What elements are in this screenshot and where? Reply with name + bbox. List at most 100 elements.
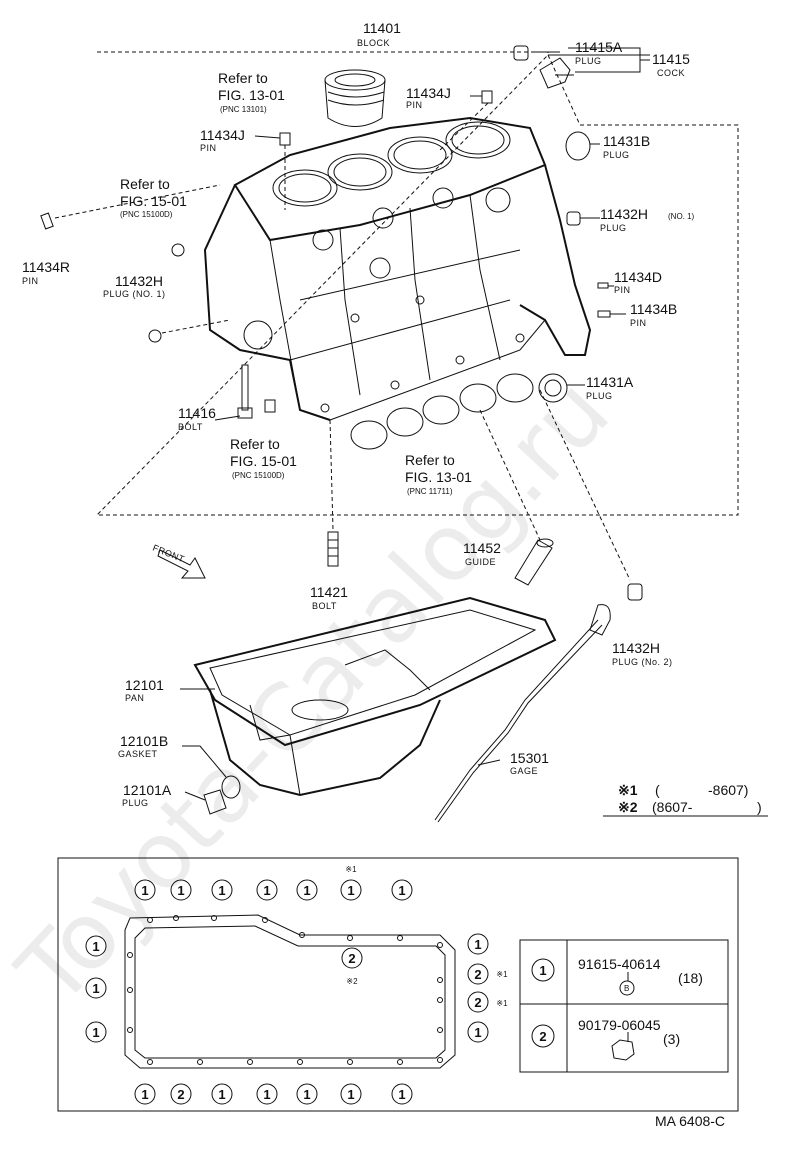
part-11452-name: GUIDE	[465, 557, 496, 567]
serial-mark: ※1	[345, 865, 357, 874]
bolt-key-number: 2	[474, 995, 481, 1010]
ref-left-line2: FIG. 15-01	[120, 193, 187, 209]
bolt-key-number: 1	[141, 1087, 148, 1102]
part-12101b-num: 12101B	[120, 733, 168, 749]
bolt-key-number: 1	[92, 1025, 99, 1040]
bolt-key-circle	[296, 1083, 318, 1105]
part-11432h-bottom-name: PLUG (No. 2)	[612, 657, 673, 667]
ref-bottom-left-line3: (PNC 15100D)	[232, 471, 285, 480]
bolt-key-circle	[467, 1021, 489, 1043]
serial-legend: ※1 ( -8607) ※2 (8607- )	[603, 782, 768, 817]
legend-close-2: )	[757, 799, 762, 815]
bolt-key-number: 1	[92, 981, 99, 996]
plug-11432h-bottom-drawing	[627, 583, 643, 601]
part-11415-num: 11415	[652, 51, 690, 67]
part-11416-num: 11416	[178, 405, 216, 421]
bolt-key-circle	[85, 1021, 107, 1043]
part-11432h-right-note: (NO. 1)	[668, 212, 695, 221]
table-head-mark: B	[624, 984, 629, 993]
part-11431b-name: PLUG	[603, 150, 630, 160]
piston-drawing	[324, 69, 386, 127]
bolt-key-circle	[85, 977, 107, 999]
ref-piston-line1: Refer to	[218, 70, 268, 86]
part-12101-name: PAN	[125, 693, 144, 703]
bolt-key-circle	[467, 991, 489, 1013]
bolt-key-circle	[340, 879, 362, 901]
part-11432h-left-name: PLUG (NO. 1)	[103, 289, 166, 299]
part-11432h-right-num: 11432H	[600, 206, 648, 222]
bolt-key-number: 2	[474, 967, 481, 982]
part-11452-num: 11452	[463, 540, 501, 556]
bolt-key-circle	[170, 1083, 192, 1105]
bolt-key-circle	[296, 879, 318, 901]
bolt-key-number: 1	[398, 883, 405, 898]
bolt-key-circle	[134, 879, 156, 901]
part-11434r-name: PIN	[22, 276, 39, 286]
part-11434j-top-num: 11434J	[406, 85, 451, 101]
bolt-11421-drawing	[327, 531, 339, 567]
bolt-table: 1 2 91615-40614 (18) B 90179-06045 (3)	[519, 939, 729, 1073]
bolt-key-circle	[211, 879, 233, 901]
legend-mark-2: ※2	[618, 799, 638, 815]
bolt-key-circle	[134, 1083, 156, 1105]
bolt-key-number: 1	[92, 939, 99, 954]
watermark: Toyota-Catalog.ru	[0, 358, 630, 1026]
guide-11452-drawing	[514, 538, 554, 586]
small-parts	[40, 45, 631, 581]
bolt-key-circle	[341, 947, 363, 969]
part-11421-num: 11421	[310, 584, 348, 600]
part-11434d-num: 11434D	[614, 269, 662, 285]
figure-code: MA 6408-C	[655, 1113, 725, 1129]
cylinder-block-drawing	[203, 116, 592, 421]
ref-piston-line3: (PNC 13101)	[220, 105, 267, 114]
bolt-key-circle	[256, 879, 278, 901]
bolt-key-circle	[170, 879, 192, 901]
part-11434d-name: PIN	[614, 285, 631, 295]
part-labels: 11401 BLOCK 11415A PLUG 11415 COCK 11434…	[22, 20, 695, 808]
bolt-key-number: 1	[474, 1025, 481, 1040]
legend-open-1: (	[655, 782, 660, 798]
legend-mark-1: ※1	[618, 782, 638, 798]
part-12101a-num: 12101A	[123, 782, 172, 798]
part-12101-num: 12101	[125, 677, 164, 693]
part-11434j-left-num: 11434J	[200, 127, 245, 143]
part-11415a-num: 11415A	[575, 39, 623, 55]
part-11401-name: BLOCK	[357, 38, 390, 48]
ref-bearing-line1: Refer to	[405, 452, 455, 468]
ref-bottom-left-line1: Refer to	[230, 436, 280, 452]
part-11415a-name: PLUG	[575, 56, 602, 66]
ref-piston-line2: FIG. 13-01	[218, 87, 285, 103]
serial-mark: ※1	[496, 999, 508, 1008]
bolt-map-box	[57, 857, 739, 1112]
front-arrow: FRONT	[151, 543, 206, 579]
bolt-key-number: 1	[263, 883, 270, 898]
part-11431a-name: PLUG	[586, 391, 613, 401]
bolt-key-number: 1	[474, 937, 481, 952]
ref-bottom-left-line2: FIG. 15-01	[230, 453, 297, 469]
part-11434j-top-name: PIN	[406, 100, 423, 110]
bolt-key-number: 2	[348, 951, 355, 966]
part-12101b-name: GASKET	[118, 749, 158, 759]
ref-bearing-line3: (PNC 11711)	[407, 487, 453, 496]
part-11431a-num: 11431A	[586, 374, 634, 390]
bolt-key-number: 1	[263, 1087, 270, 1102]
part-11434b-num: 11434B	[630, 301, 677, 317]
serial-mark: ※1	[496, 970, 508, 979]
part-11416-name: BOLT	[178, 422, 203, 432]
bolt-key-circle	[85, 935, 107, 957]
part-11415-name: COCK	[657, 68, 685, 78]
table-key-2: 2	[539, 1029, 546, 1044]
ref-bearing-line2: FIG. 13-01	[405, 469, 472, 485]
table-part-1: 91615-40614	[578, 956, 661, 972]
bolt-key-number: 1	[347, 883, 354, 898]
bolt-key-circle	[256, 1083, 278, 1105]
part-12101a-name: PLUG	[122, 798, 149, 808]
dipstick-drawing	[434, 604, 611, 823]
flange-bolt-icon	[611, 1039, 635, 1061]
bolt-key-number: 1	[398, 1087, 405, 1102]
bolt-key-circle	[467, 933, 489, 955]
table-part-2: 90179-06045	[578, 1017, 661, 1033]
bolt-key-number: 1	[303, 1087, 310, 1102]
